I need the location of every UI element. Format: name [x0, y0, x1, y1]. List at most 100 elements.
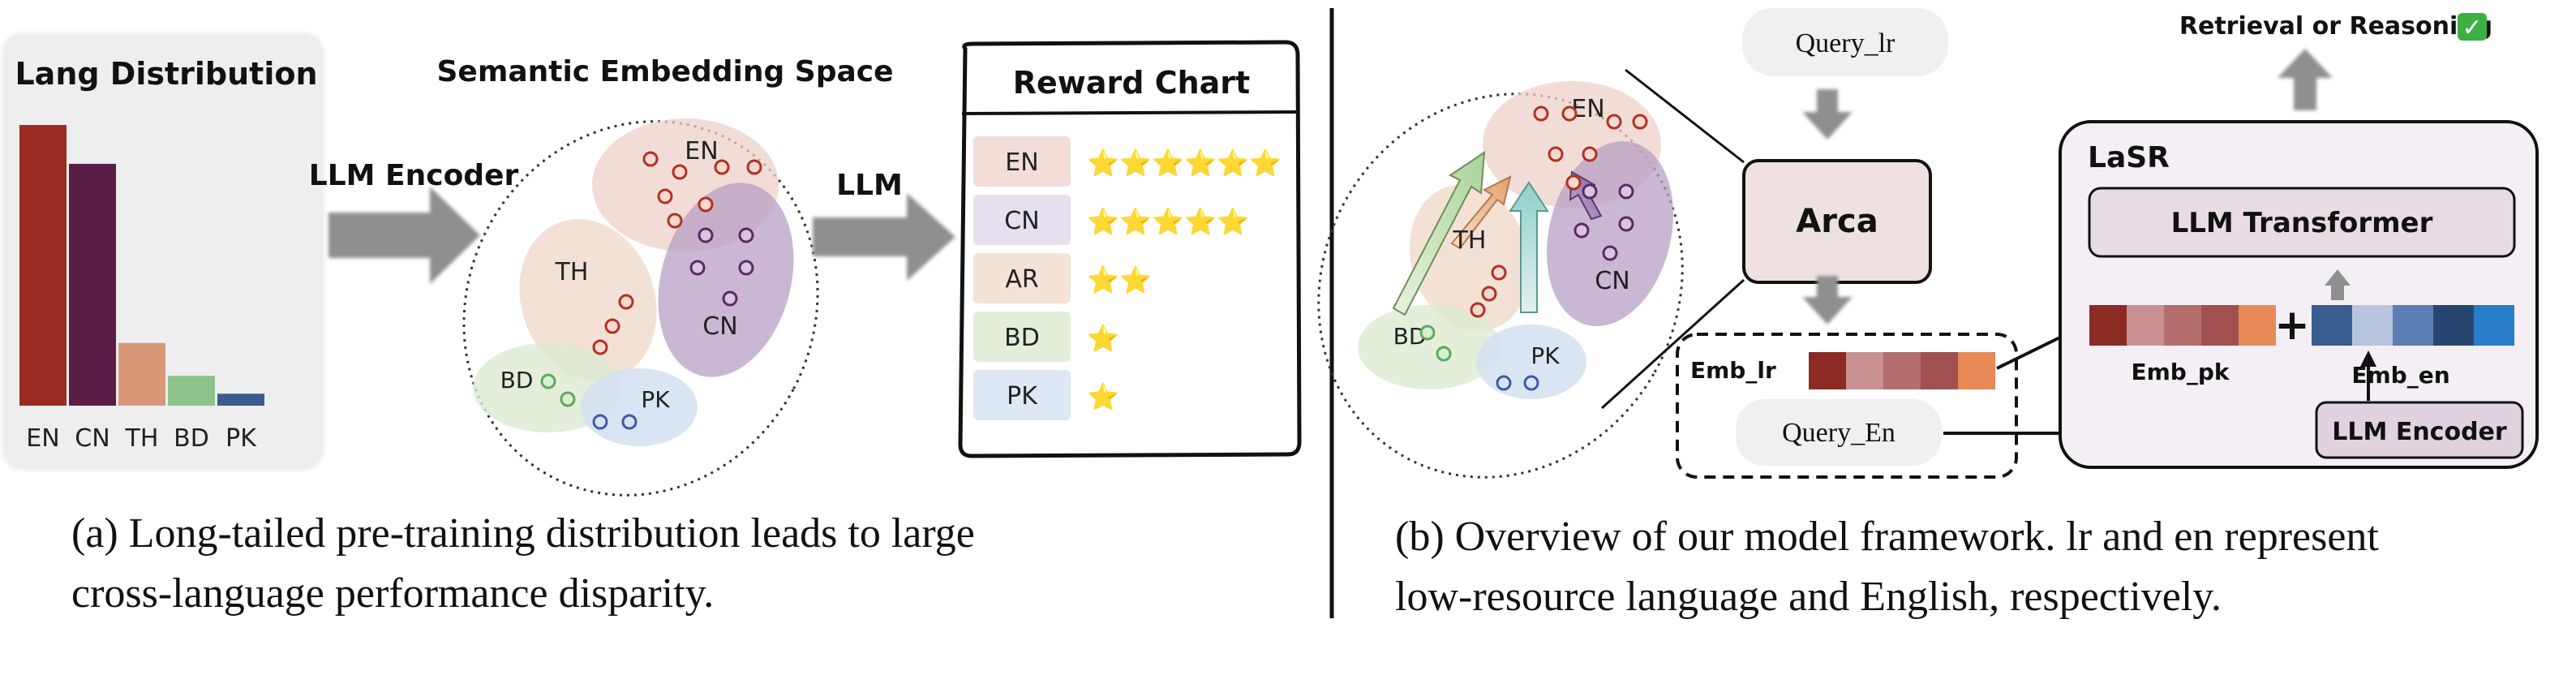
reward-row-badge: [973, 195, 1071, 245]
embedding-point: [738, 260, 754, 276]
embedding-cell: [1958, 352, 1995, 389]
down-arrow-icon: [1802, 276, 1853, 325]
caption-a-line1: (a) Long-tailed pre-training distributio…: [71, 510, 975, 557]
lang-bars: [19, 125, 264, 406]
embedding-cell: [2474, 305, 2514, 346]
embedding-point: [618, 294, 634, 310]
embedding-point: [1582, 183, 1598, 200]
panel-b: EN TH CN BD PK Query_lr Arca Emb_lr Quer…: [1317, 8, 2539, 620]
lang-bar-label-th: TH: [125, 424, 159, 453]
up-arrow-icon: [2325, 269, 2351, 286]
embedding-point: [1606, 114, 1622, 130]
retrieval-label: Retrieval or Reasoning: [2179, 12, 2492, 41]
emb-pk-vector: [2089, 305, 2276, 346]
embedding-point: [1548, 146, 1564, 162]
embedding-point: [1523, 375, 1539, 391]
embedding-cell: [2239, 305, 2276, 346]
embedding-point: [560, 391, 576, 407]
embedding-point: [1561, 105, 1578, 122]
llm-transformer-box: [2088, 187, 2516, 258]
lang-bar-label-bd: BD: [174, 424, 209, 453]
star-icon: ⭐: [1152, 206, 1184, 237]
lang-bar-label-pk: PK: [225, 424, 257, 453]
embedding-point: [621, 414, 638, 430]
embedding-point: [1565, 174, 1582, 191]
lang-bar-bd: [168, 376, 215, 406]
embedding-point: [1602, 245, 1618, 261]
llm-transformer-label: LLM Transformer: [2171, 207, 2433, 239]
llm-label: LLM: [836, 169, 903, 202]
star-icon: ⭐: [1152, 148, 1184, 178]
embedding-point: [642, 151, 659, 167]
up-arrow-stem: [2331, 286, 2344, 300]
embedding-point: [1496, 375, 1512, 391]
right-arrow-icon: [328, 187, 480, 284]
embedding-point: [592, 414, 608, 430]
caption-b-line2: low-resource language and English, respe…: [1395, 574, 2222, 620]
reward-row-badge: [973, 136, 1071, 187]
query-en-label: Query_En: [1782, 418, 1896, 448]
caption-a-line2: cross-language performance disparity.: [71, 570, 714, 617]
emb-lr-label: Emb_lr: [1690, 357, 1776, 384]
embedding-point: [1632, 114, 1648, 130]
star-icon: ⭐: [1087, 323, 1119, 354]
cluster-pk-region: [581, 368, 698, 446]
cluster-b-en-label: EN: [1571, 95, 1604, 123]
embedding-point: [1419, 325, 1436, 341]
lasr-label: LaSR: [2088, 141, 2170, 174]
cluster-b-bd-label: BD: [1393, 323, 1427, 350]
llm-encoder-label: LLM Encoder: [309, 159, 519, 192]
embedding-point: [540, 373, 556, 389]
star-icon: ⭐: [1087, 148, 1119, 178]
embedding-point: [1582, 146, 1598, 162]
lang-bar-label-en: EN: [26, 424, 59, 453]
semantic-embedding-space: Semantic Embedding Space EN TH CN BD PK: [436, 55, 894, 497]
embedding-point: [1470, 302, 1486, 318]
embedding-point: [1533, 105, 1549, 122]
reward-row-badge: [973, 253, 1071, 303]
cluster-b-cn-label: CN: [1595, 267, 1629, 295]
arrow-pk-to-en-icon: [1509, 181, 1549, 313]
cluster-cn-region: [658, 183, 794, 377]
embedding-point: [1491, 264, 1507, 281]
embedding-point: [1436, 346, 1452, 362]
star-icon: ⭐: [1087, 381, 1119, 412]
embedding-cell: [1883, 352, 1921, 389]
emb-en-vector: [2312, 305, 2514, 346]
lang-bar-pk: [217, 393, 264, 406]
embedding-point: [1618, 183, 1634, 200]
query-en-pill: [1736, 399, 1942, 466]
embedding-point: [592, 339, 608, 355]
embedding-point: [714, 159, 730, 175]
embedding-point: [698, 196, 714, 213]
check-glyph: ✓: [2462, 14, 2482, 42]
query-lr-pill: [1742, 8, 1948, 76]
reward-row-label: BD: [1004, 324, 1040, 352]
cluster-bd-label: BD: [500, 367, 534, 393]
reward-rows: EN⭐⭐⭐⭐⭐⭐CN⭐⭐⭐⭐⭐AR⭐⭐BD⭐PK⭐: [973, 136, 1282, 420]
lang-bar-cn: [69, 163, 116, 406]
embedding-point: [698, 227, 714, 243]
embedding-point: [667, 213, 683, 229]
embedding-points: [540, 151, 762, 430]
star-icon: ⭐: [1217, 148, 1249, 178]
star-icon: ⭐: [1217, 206, 1249, 237]
embedding-title: Semantic Embedding Space: [436, 55, 893, 88]
down-arrow-icon: [1802, 89, 1853, 140]
reward-row-label: EN: [1005, 148, 1038, 177]
llm-encoder-box: [2315, 401, 2524, 459]
llm-arrow: LLM: [813, 169, 955, 281]
embedding-cell: [2164, 305, 2201, 346]
cluster-b-th-label: TH: [1453, 226, 1487, 255]
embedding-space-b: EN TH CN BD PK: [1317, 81, 1684, 479]
query-embedding-dashed-box: [1676, 333, 2018, 479]
plus-sign: +: [2274, 301, 2310, 350]
embedding-cell: [1921, 352, 1958, 389]
embedding-cell: [2393, 305, 2433, 346]
reward-row-badge: [973, 370, 1071, 420]
lang-bar-th: [118, 342, 165, 406]
caption-b-line1: (b) Overview of our model framework. lr …: [1395, 514, 2379, 560]
embedding-cell: [1809, 352, 1846, 389]
embedding-point: [1481, 286, 1497, 302]
